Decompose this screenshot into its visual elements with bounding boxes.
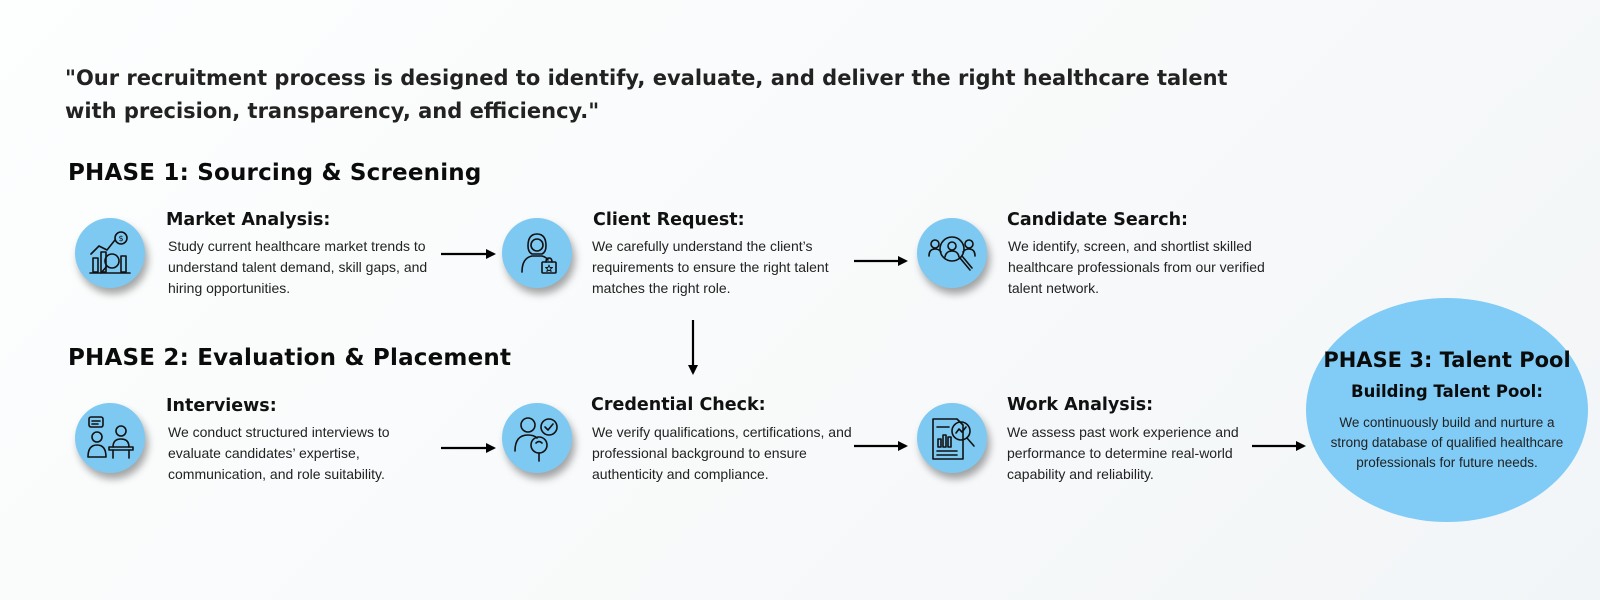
phase1-title: PHASE 1: Sourcing & Screening bbox=[68, 160, 482, 186]
phase3-subtitle: Building Talent Pool: bbox=[1351, 382, 1543, 401]
credential-check-user-icon bbox=[502, 403, 572, 473]
intro-quote: "Our recruitment process is designed to … bbox=[65, 66, 1228, 123]
client-person-bag-icon bbox=[502, 218, 572, 288]
step-desc-candidate-search: We identify, screen, and shortlist skill… bbox=[1008, 238, 1265, 296]
talent-pool-ellipse: PHASE 3: Talent Pool Building Talent Poo… bbox=[1306, 298, 1588, 522]
phase2-title: PHASE 2: Evaluation & Placement bbox=[68, 345, 512, 371]
step-desc-client-request: We carefully understand the client’s req… bbox=[592, 238, 829, 296]
step-title-client-request: Client Request: bbox=[593, 210, 745, 230]
interview-people-icon bbox=[75, 403, 145, 473]
step-desc-credential-check: We verify qualifications, certifications… bbox=[592, 424, 852, 482]
phase3-desc: We continuously build and nurture a stro… bbox=[1330, 415, 1564, 470]
step-title-credential-check: Credential Check: bbox=[591, 395, 766, 415]
work-analysis-report-icon bbox=[917, 403, 987, 473]
step-title-market-analysis: Market Analysis: bbox=[166, 210, 331, 230]
svg-text:$: $ bbox=[119, 234, 124, 243]
step-desc-market-analysis: Study current healthcare market trends t… bbox=[168, 238, 428, 296]
candidate-search-magnifier-icon bbox=[917, 218, 987, 288]
step-desc-work-analysis: We assess past work experience and perfo… bbox=[1007, 424, 1239, 482]
step-title-work-analysis: Work Analysis: bbox=[1007, 395, 1154, 415]
step-title-interviews: Interviews: bbox=[166, 396, 277, 416]
step-title-candidate-search: Candidate Search: bbox=[1007, 210, 1189, 230]
market-analysis-chart-icon: $ bbox=[75, 218, 145, 288]
phase3-title: PHASE 3: Talent Pool bbox=[1323, 348, 1571, 372]
step-desc-interviews: We conduct structured interviews to eval… bbox=[168, 424, 390, 482]
